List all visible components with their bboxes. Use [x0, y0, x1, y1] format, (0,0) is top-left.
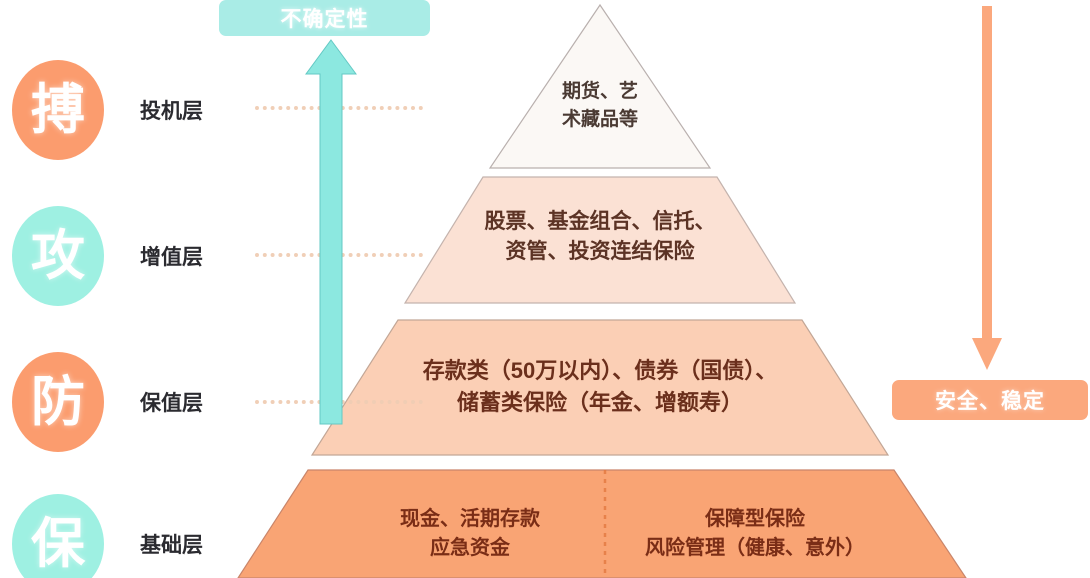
tier-marker-preservation: 防 保值层 [12, 352, 203, 452]
marker-circle-foundation: 保 [12, 494, 104, 578]
tier-base-right-line1: 保障型保险 [705, 508, 805, 530]
marker-label-speculation: 投机层 [140, 100, 203, 123]
tier-base-left-text: 现金、活期存款 应急资金 [330, 505, 610, 563]
tier-apex-line1: 期货、艺 [561, 81, 638, 102]
tier-apex-line2: 术藏品等 [561, 108, 638, 130]
tier-base-right-line2: 风险管理（健康、意外） [645, 537, 865, 559]
uncertainty-chip: 不确定性 [219, 0, 430, 36]
marker-circle-appreciation: 攻 [12, 206, 104, 306]
tier-second-text: 股票、基金组合、信托、 资管、投资连结保险 [400, 207, 800, 268]
uncertainty-up-arrow [305, 39, 357, 425]
tier-apex-text: 期货、艺 术藏品等 [500, 78, 700, 133]
tier-third-line2: 储蓄类保险（年金、增额寿） [456, 389, 743, 415]
stability-chip: 安全、稳定 [892, 380, 1088, 420]
tier-marker-foundation: 保 基础层 [12, 494, 203, 578]
tier-second-line1: 股票、基金组合、信托、 [484, 210, 716, 233]
marker-label-foundation: 基础层 [140, 534, 203, 557]
tier-base-right-text: 保障型保险 风险管理（健康、意外） [610, 505, 900, 563]
tier-third-line1: 存款类（50万以内）、债券（国债）、 [422, 358, 778, 383]
marker-label-appreciation: 增值层 [140, 246, 203, 269]
tier-marker-appreciation: 攻 增值层 [12, 206, 203, 306]
marker-circle-speculation: 搏 [12, 60, 104, 160]
marker-circle-preservation: 防 [12, 352, 104, 452]
tier-second-line2: 资管、投资连结保险 [505, 240, 695, 264]
tier-base-left-line1: 现金、活期存款 [400, 508, 540, 530]
stability-down-arrow [972, 6, 1002, 370]
tier-base-left-line2: 应急资金 [430, 537, 510, 559]
tier-third-text: 存款类（50万以内）、债券（国债）、 储蓄类保险（年金、增额寿） [300, 355, 900, 419]
marker-label-preservation: 保值层 [140, 392, 203, 415]
tier-marker-speculation: 搏 投机层 [12, 60, 203, 160]
